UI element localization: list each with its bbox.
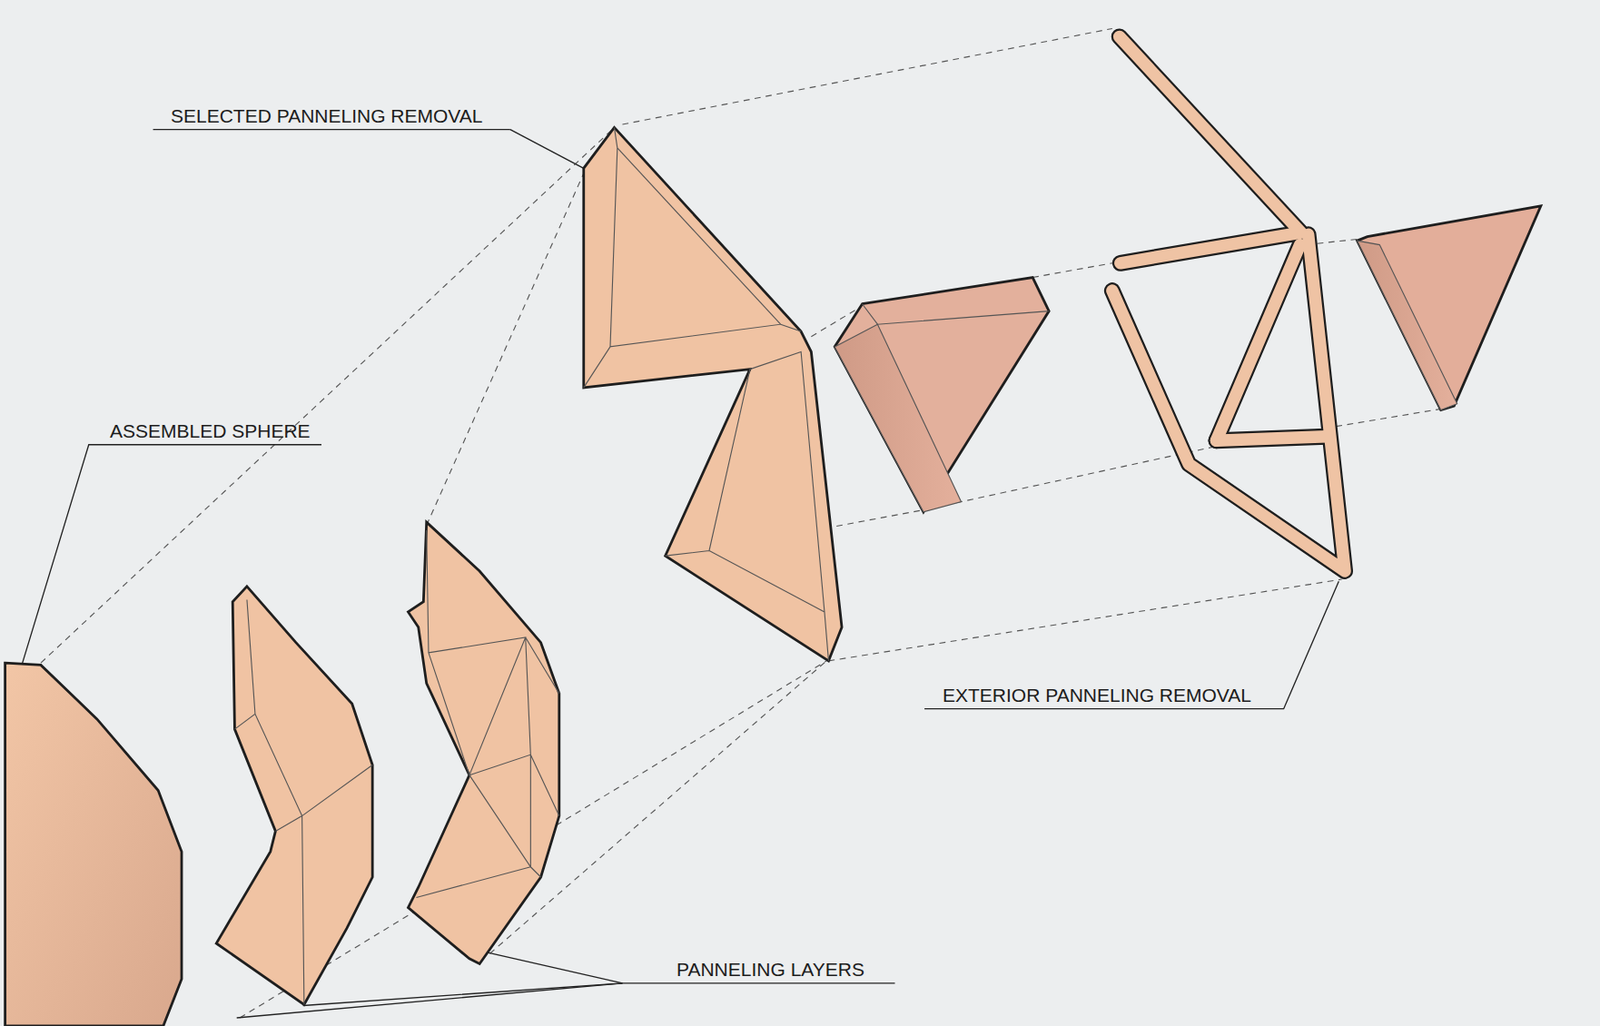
callout-label: EXTERIOR PANNELING REMOVAL <box>942 685 1252 705</box>
removed-triangle-panel <box>834 277 1049 513</box>
callout-label: SELECTED PANNELING REMOVAL <box>170 106 483 126</box>
selected-panel-piece <box>583 127 842 661</box>
assembled-sphere <box>5 662 182 1026</box>
leader-lines <box>22 129 1340 1018</box>
exterior-frame <box>1112 36 1345 572</box>
removed-triangle-panel <box>1357 206 1541 411</box>
projection-lines <box>40 28 1447 1018</box>
paneling-layer <box>216 586 373 1006</box>
paneling-layer <box>407 522 559 964</box>
callout-label: PANNELING LAYERS <box>676 959 865 979</box>
callout-label: ASSEMBLED SPHERE <box>109 421 311 441</box>
